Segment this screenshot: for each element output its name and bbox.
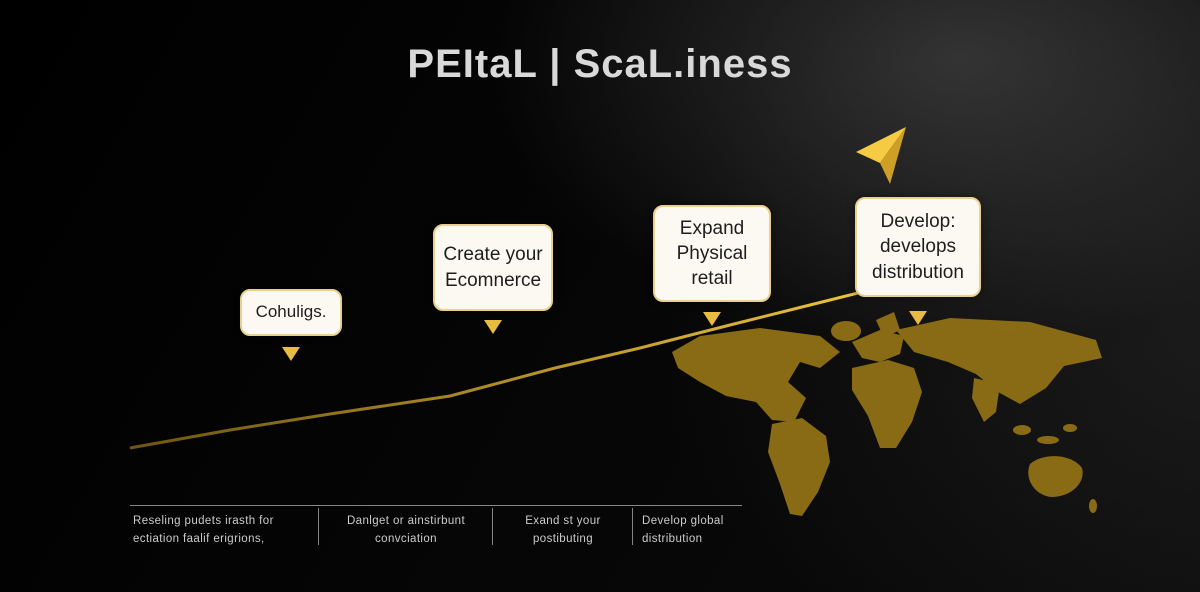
footnote-separator-2 [492,508,493,545]
footnote-step-1: Reseling pudets irasth for ectiation faa… [133,515,274,545]
map-scandinavia [876,312,900,338]
map-africa [852,360,922,448]
map-europe [852,330,904,362]
world-map [672,312,1102,516]
map-island-3 [1063,424,1077,432]
arrow-upper-face [856,127,906,163]
pointer-down-icon-3 [703,312,721,326]
footnote-divider [130,505,742,506]
pointer-down-icon-4 [909,311,927,325]
footnote-step-3: Exand st your postibuting [525,515,601,545]
pointer-down-icon-1 [282,347,300,361]
arrow-icon [856,127,906,184]
footnote-step-2: Danlget or ainstirbunt convciation [346,515,466,545]
callout-step-3: Expand Physical retail [653,205,771,302]
map-greenland [831,321,861,341]
map-new-zealand [1089,499,1097,513]
arrow-lower-face [880,127,906,184]
callout-step-2: Create your Ecomnerce [433,224,553,311]
map-island-2 [1037,436,1059,444]
map-australia [1028,456,1083,497]
callout-step-4: Develop: develops distribution [855,197,981,297]
footnote-step-4: Develop global distribution [642,515,724,545]
map-island-1 [1013,425,1031,435]
map-north-america [672,328,840,422]
map-asia [896,318,1102,404]
growth-line [129,280,903,450]
callout-step-3-label: Expand Physical retail [676,217,748,290]
map-india [972,378,1000,422]
callout-step-1: Cohuligs. [240,289,342,336]
callout-step-1-label: Cohuligs. [255,302,327,322]
footnote-separator-1 [318,508,319,545]
page-title: PEItaL | ScaL.iness [407,42,793,86]
callout-step-4-label: Develop: develops distribution [872,211,964,283]
pointer-down-icon-2 [484,320,502,334]
map-south-america [768,418,830,516]
footnote-separator-3 [632,508,633,545]
callout-step-2-label: Create your Ecomnerce [443,244,543,291]
